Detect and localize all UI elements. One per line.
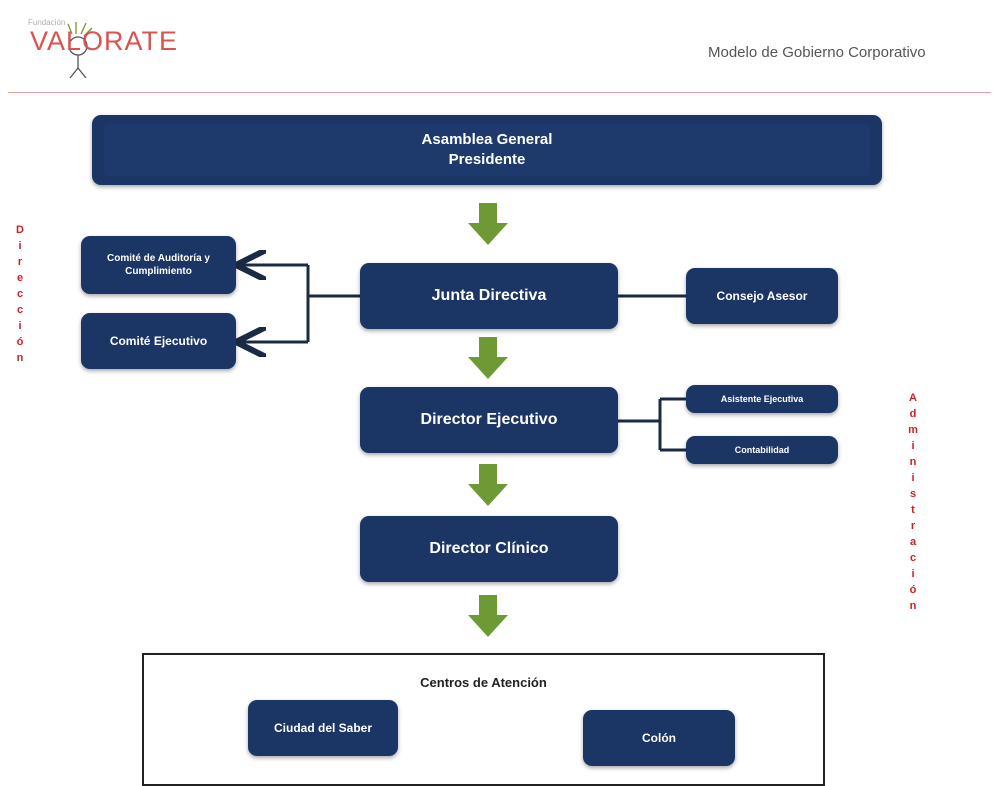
logo-main-text: VALORATE	[30, 26, 179, 56]
page-title: Modelo de Gobierno Corporativo	[708, 44, 926, 61]
consejo-asesor-label: Consejo Asesor	[716, 289, 808, 303]
director-clinico-label: Director Clínico	[429, 540, 549, 557]
director-clinico-box: Director Clínico	[360, 516, 618, 582]
consejo-asesor-box: Consejo Asesor	[686, 268, 838, 324]
down-arrow-icon	[468, 203, 508, 245]
centros-atencion-frame: Centros de Atención	[142, 653, 825, 786]
comite-ejecutivo-box: Comité Ejecutivo	[81, 313, 236, 369]
comite-ejecutivo-label: Comité Ejecutivo	[109, 334, 208, 348]
director-ejecutivo-label: Director Ejecutivo	[420, 411, 558, 428]
contabilidad-label: Contabilidad	[734, 445, 790, 455]
asistente-ejecutiva-label: Asistente Ejecutiva	[720, 394, 804, 404]
contabilidad-box: Contabilidad	[686, 436, 838, 464]
header-divider	[8, 92, 991, 93]
side-label-administracion: A d m i n i s t r a c i ó n	[908, 392, 918, 612]
comite-auditoria-box: Comité de Auditoría y Cumplimiento	[81, 236, 236, 294]
foundation-logo: Fundación VALORATE	[20, 8, 177, 79]
ciudad-del-saber-box: Ciudad del Saber	[248, 700, 398, 756]
down-arrow-icon	[468, 595, 508, 637]
centros-atencion-title: Centros de Atención	[420, 675, 547, 690]
asamblea-title: Asamblea General	[421, 131, 553, 148]
asistente-ejecutiva-box: Asistente Ejecutiva	[686, 385, 838, 413]
junta-directiva-box: Junta Directiva	[360, 263, 618, 329]
ciudad-del-saber-label: Ciudad del Saber	[273, 721, 373, 735]
presidente-title: Presidente	[448, 151, 526, 168]
colon-label: Colón	[642, 731, 676, 745]
logo-small-text: Fundación	[28, 18, 66, 27]
auditoria-line1: Comité de Auditoría y	[107, 253, 210, 264]
junta-directiva-label: Junta Directiva	[431, 287, 547, 304]
down-arrow-icon	[468, 464, 508, 506]
side-label-direccion: D i r e c c i ó n	[16, 224, 24, 364]
asamblea-general-box: Asamblea General Presidente	[92, 115, 882, 185]
auditoria-line2: Cumplimiento	[125, 266, 192, 277]
stick-figure-logo-icon	[67, 22, 93, 79]
director-ejecutivo-box: Director Ejecutivo	[360, 387, 618, 453]
down-arrow-icon	[468, 337, 508, 379]
colon-box: Colón	[583, 710, 735, 766]
